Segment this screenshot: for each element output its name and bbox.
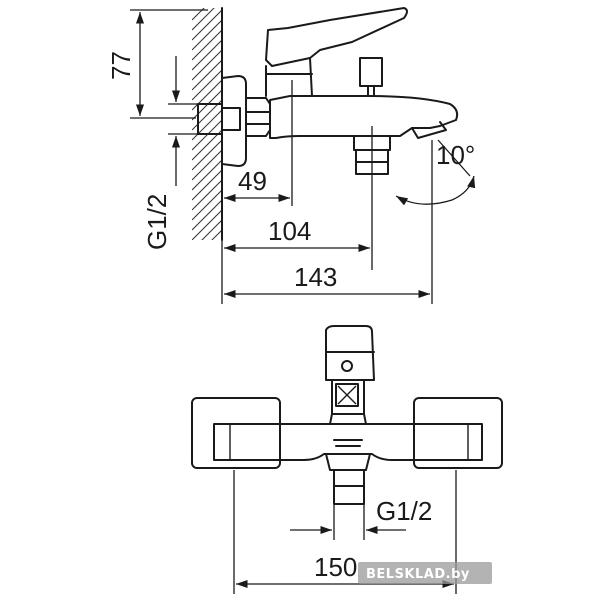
diverter-knob	[359, 57, 383, 87]
lever-handle	[265, 7, 408, 67]
angle-arc	[395, 175, 476, 206]
label-77: 77	[106, 51, 136, 80]
escutcheon-left	[191, 397, 281, 469]
wall-flange	[221, 75, 247, 167]
diverter-cross	[337, 385, 357, 405]
spout-neck	[329, 413, 367, 425]
watermark-text: BELSKLAD.by	[366, 567, 470, 582]
lever-indicator	[341, 360, 353, 372]
spout-front	[325, 453, 371, 471]
front-body	[213, 423, 483, 461]
label-angle: 10°	[436, 140, 475, 170]
escutcheon-right	[413, 397, 503, 469]
cartridge-housing	[265, 57, 313, 97]
body-end-lines	[229, 424, 469, 460]
aerator	[333, 439, 363, 447]
diverter-stem	[367, 85, 375, 97]
hex-nut	[245, 97, 271, 137]
label-49: 49	[238, 166, 267, 196]
label-143: 143	[294, 262, 337, 292]
diverter-front-housing	[331, 379, 365, 415]
diverter-front-knob	[335, 383, 359, 407]
hose-connector-front	[333, 469, 365, 505]
label-thread-front: G1/2	[376, 496, 432, 526]
side-view: 77 G1/2 49 104 143 10°	[106, 7, 476, 304]
watermark-badge	[358, 562, 492, 584]
angle-ray	[437, 139, 471, 177]
eccentric-connector	[197, 103, 241, 135]
wall-hatch	[192, 8, 222, 240]
spout-outlet	[411, 121, 447, 139]
front-view: G1/2 150	[191, 325, 503, 594]
watermark: BELSKLAD.by	[358, 562, 492, 584]
label-thread-side: G1/2	[142, 194, 172, 250]
label-104: 104	[268, 216, 311, 246]
mixer-body	[269, 95, 459, 139]
lever-front	[325, 325, 375, 381]
label-150: 150	[314, 552, 357, 582]
